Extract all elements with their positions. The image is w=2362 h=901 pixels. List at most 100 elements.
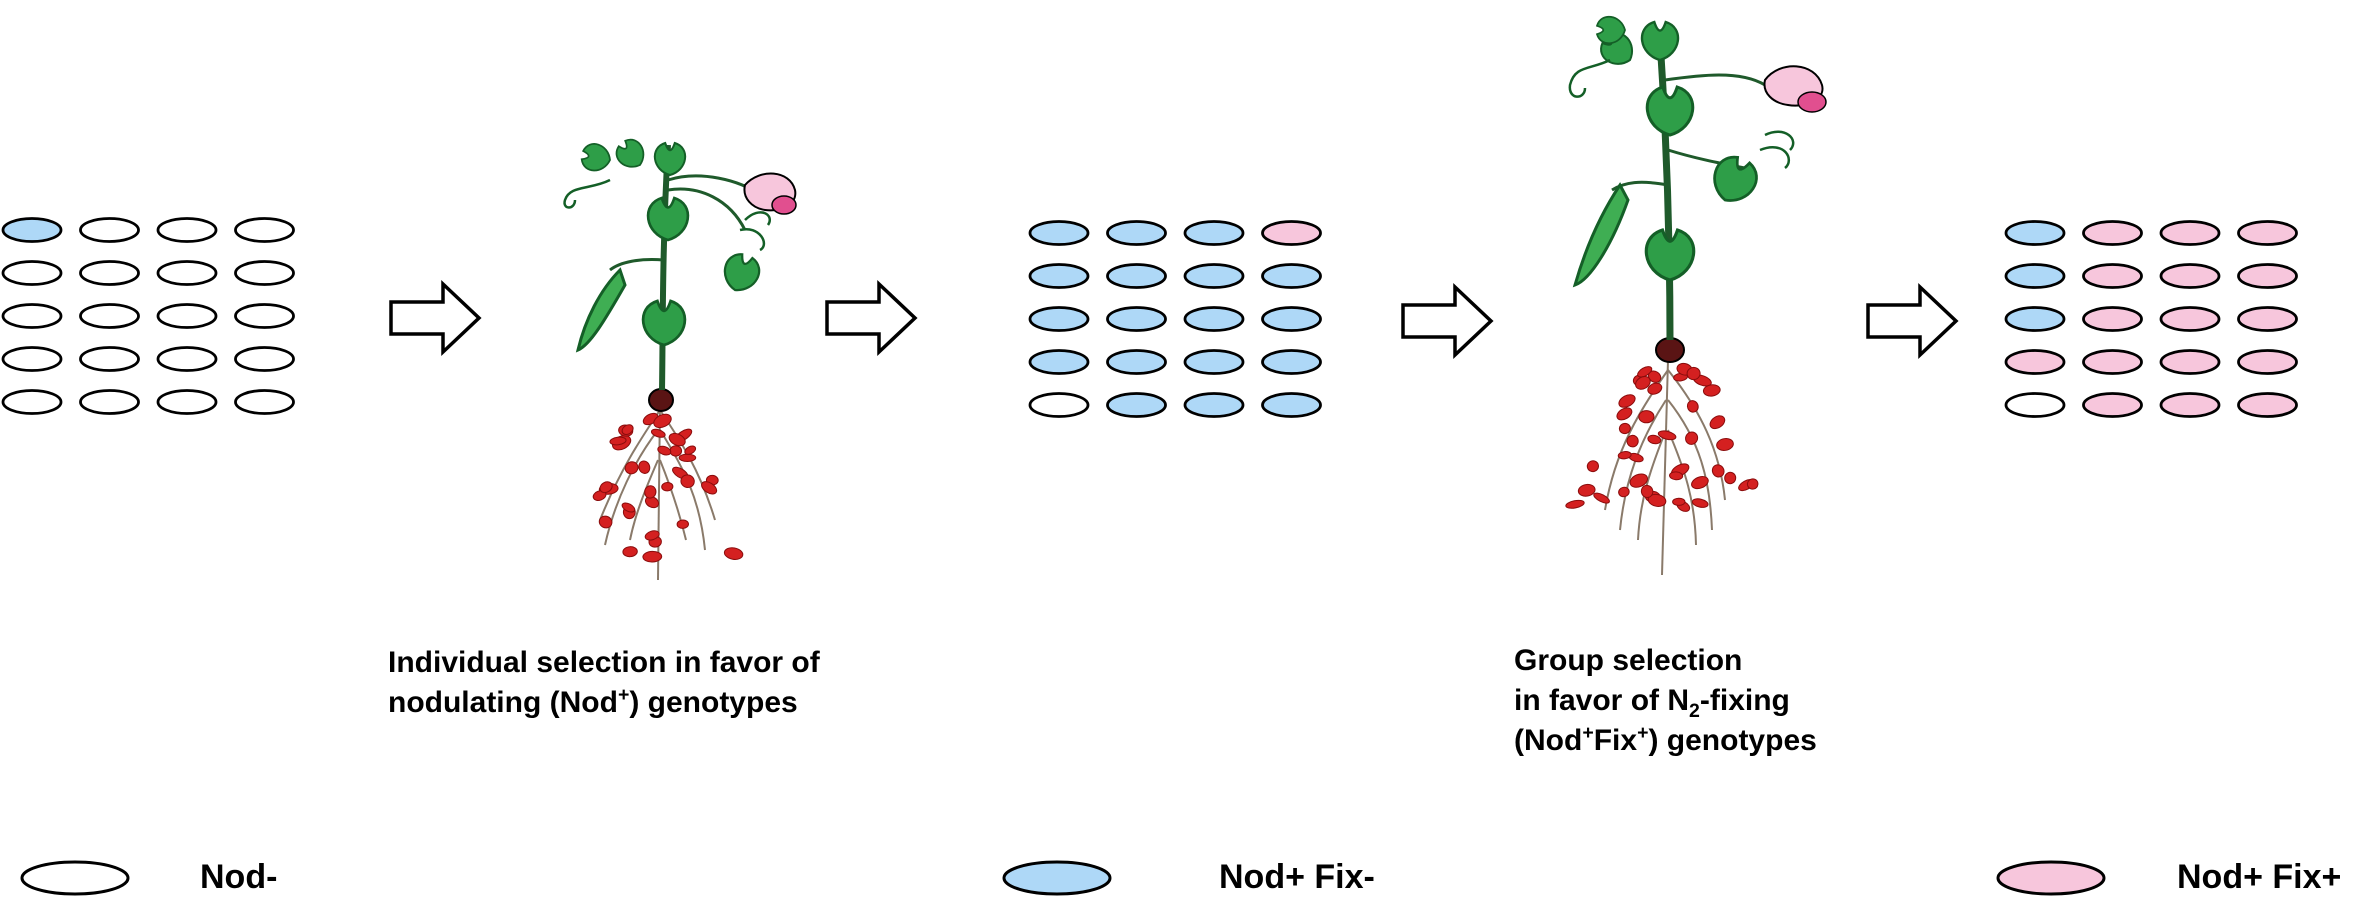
nodule — [609, 436, 627, 446]
nodule — [642, 550, 663, 563]
genotype-nod-plus-fix-minus — [1261, 306, 1322, 332]
genotype-nod-minus — [234, 303, 295, 329]
genotype-nod-plus-fix-minus — [1028, 220, 1090, 246]
nodule — [1709, 415, 1726, 430]
nodule — [1626, 434, 1639, 448]
caption-superscript: + — [617, 684, 630, 706]
nodule — [676, 519, 689, 529]
nodule — [1618, 486, 1630, 498]
nodule — [1638, 410, 1655, 424]
genotype-nod-plus-fix-plus — [2159, 306, 2221, 332]
genotype-nod-minus — [234, 260, 295, 286]
genotype-nod-plus-fix-minus — [1261, 392, 1322, 418]
genotype-nod-minus — [79, 217, 140, 243]
group-selection-caption: Group selection in favor of N2-fixing (N… — [1514, 641, 1817, 761]
genotype-nod-minus — [2004, 392, 2066, 418]
genotype-nod-plus-fix-plus — [2237, 392, 2298, 418]
nodule — [684, 445, 697, 455]
genotype-nod-minus — [156, 389, 218, 415]
nodule — [1691, 476, 1709, 490]
legend-label-nod-minus: Nod- — [200, 858, 278, 896]
nodule — [1629, 473, 1649, 488]
genotype-nod-plus-fix-plus — [2237, 306, 2298, 332]
nodule — [621, 502, 636, 513]
root-nodules — [1565, 362, 1759, 512]
nodule — [723, 547, 744, 560]
nodule — [644, 485, 657, 499]
caption-text: in favor of N — [1514, 684, 1690, 717]
nodule — [598, 515, 613, 529]
nodule — [661, 481, 674, 492]
genotype-nod-plus-fix-plus — [2082, 220, 2143, 246]
individual-selection-caption: Individual selection in favor of nodulat… — [388, 643, 820, 723]
genotype-nod-minus — [79, 346, 140, 372]
nodule — [657, 445, 672, 456]
genotype-nod-minus — [1, 346, 63, 372]
nodule — [1686, 366, 1701, 381]
caption-text: ) genotypes — [1648, 724, 1817, 757]
nodule — [1635, 376, 1651, 390]
genotype-nod-plus-fix-plus — [2237, 349, 2298, 375]
genotype-nod-plus-fix-minus — [1106, 392, 1167, 418]
nodule — [1617, 451, 1632, 460]
genotype-nod-plus-fix-minus — [1028, 349, 1090, 375]
genotype-nod-plus-fix-plus — [2082, 306, 2143, 332]
nodule — [1746, 478, 1759, 490]
nodule — [653, 413, 672, 429]
genotype-nod-plus-fix-minus — [1028, 263, 1090, 289]
nodule — [1685, 431, 1699, 445]
genotype-nod-minus — [79, 389, 140, 415]
nodule — [644, 496, 660, 509]
genotype-nod-plus-fix-plus — [2004, 349, 2066, 375]
genotype-nod-plus-fix-plus — [2159, 220, 2221, 246]
nodule — [680, 474, 695, 489]
pea-plant-small-illustration — [563, 134, 797, 581]
genotype-nod-plus-fix-minus — [1028, 306, 1090, 332]
nodule — [622, 546, 638, 558]
nodule — [1565, 499, 1585, 509]
nodule — [1691, 498, 1709, 508]
genotype-nod-plus-fix-plus — [2159, 263, 2221, 289]
genotype-nod-plus-fix-minus — [2004, 220, 2066, 246]
genotype-nod-minus — [234, 346, 295, 372]
genotype-nod-plus-fix-minus — [1183, 349, 1245, 375]
nodule — [1647, 434, 1662, 445]
genotype-nod-plus-fix-minus — [1183, 306, 1245, 332]
caption-superscript: + — [1582, 722, 1594, 744]
nodule — [1647, 493, 1667, 507]
nodule — [1702, 384, 1721, 397]
nodule — [1647, 382, 1663, 395]
caption-text: (Nod — [1514, 724, 1583, 757]
genotype-nod-minus — [1, 389, 63, 415]
nodule — [1711, 464, 1725, 478]
genotype-nod-plus-fix-plus — [1261, 220, 1322, 246]
nodule — [1618, 394, 1636, 408]
nodule — [669, 445, 683, 457]
arrow-right-icon — [1866, 282, 1959, 360]
nodule — [678, 453, 697, 462]
population-grid-after-group-selection — [2004, 220, 2298, 418]
nodule — [1716, 438, 1734, 451]
nodule — [1577, 483, 1596, 497]
legend-label-nod-plus-fix-plus: Nod+ Fix+ — [2177, 858, 2342, 896]
genotype-nod-plus-fix-minus — [1183, 220, 1245, 246]
nodule — [1657, 430, 1677, 441]
nodule — [1618, 422, 1631, 435]
nodule — [1616, 407, 1633, 421]
genotype-nod-minus — [1, 303, 63, 329]
caption-line: Group selection — [1514, 644, 1743, 677]
genotype-nod-minus — [234, 389, 295, 415]
caption-line: (Nod+Fix+) genotypes — [1514, 721, 1817, 761]
genotype-nod-plus-fix-minus — [1106, 306, 1167, 332]
genotype-nod-minus — [1028, 392, 1090, 418]
genotype-nod-minus — [79, 303, 140, 329]
population-grid-after-individual-selection — [1028, 220, 1322, 418]
caption-line: in favor of N2-fixing — [1514, 681, 1817, 721]
caption-line: Individual selection in favor of — [388, 646, 820, 679]
nodule — [592, 490, 607, 501]
genotype-nod-plus-fix-minus — [1183, 263, 1245, 289]
genotype-nod-plus-fix-plus — [2237, 220, 2298, 246]
legend-label-nod-plus-fix-minus: Nod+ Fix- — [1219, 858, 1375, 896]
legend-swatch-nod-plus-fix-plus — [1996, 860, 2106, 896]
